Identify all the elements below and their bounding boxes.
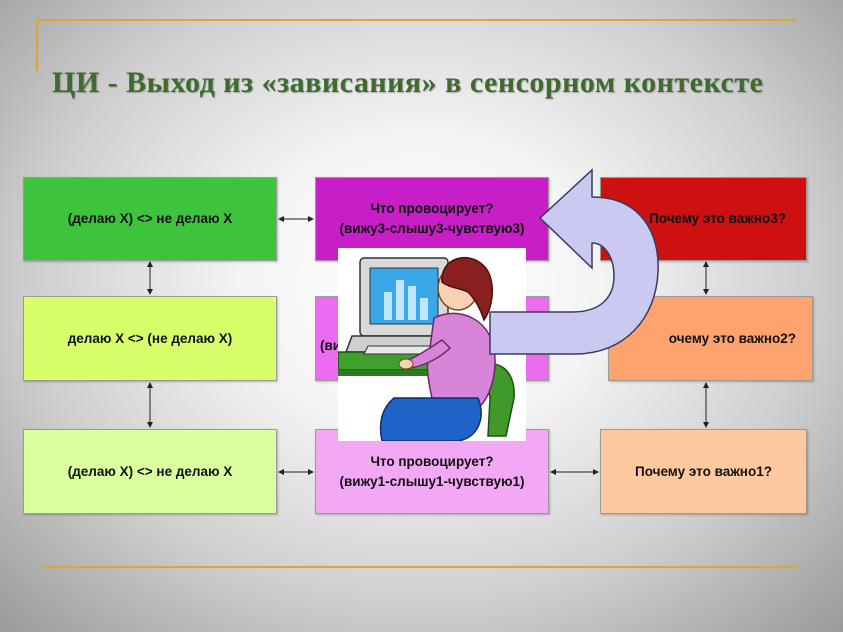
woman-at-computer-clipart <box>337 248 526 442</box>
left-box-3: (делаю Х) <> не делаю Х <box>23 429 277 514</box>
bottom-frame-line <box>42 566 797 568</box>
right-box-3-text: Почему это важно1? <box>635 463 772 479</box>
left-box-1-text: (делаю Х) <> не делаю Х <box>67 211 233 226</box>
middle-box-3-line1: Что провоцирует? <box>370 453 494 469</box>
middle-box-1: Что провоцирует? (вижу3-слышу3-чувствую3… <box>315 177 549 261</box>
middle-box-2-fragment: (ви <box>320 337 342 353</box>
left-box-1: (делаю Х) <> не делаю Х <box>23 177 277 261</box>
slide-title: ЦИ - Выход из «зависания» в сенсорном ко… <box>52 66 764 99</box>
top-frame-line <box>36 19 796 21</box>
middle-box-1-line2: (вижу3-слышу3-чувствую3) <box>339 221 525 236</box>
left-box-3-text: (делаю Х) <> не делаю Х <box>67 463 233 479</box>
middle-box-1-line1: Что провоцирует? <box>370 201 494 216</box>
middle-box-3: Что провоцирует? (вижу1-слышу1-чувствую1… <box>315 429 549 514</box>
left-frame-line <box>36 19 38 71</box>
right-box-3: Почему это важно1? <box>600 429 807 514</box>
middle-box-3-line2: (вижу1-слышу1-чувствую1) <box>339 473 525 489</box>
right-box-1-text: Почему это важно3? <box>649 211 786 226</box>
left-box-2-text: делаю Х <> (не делаю Х) <box>67 330 233 346</box>
right-box-2-text: очему это важно2? <box>668 330 796 346</box>
u-turn-arrow-shape <box>489 168 659 355</box>
left-box-2: делаю Х <> (не делаю Х) <box>23 296 277 381</box>
